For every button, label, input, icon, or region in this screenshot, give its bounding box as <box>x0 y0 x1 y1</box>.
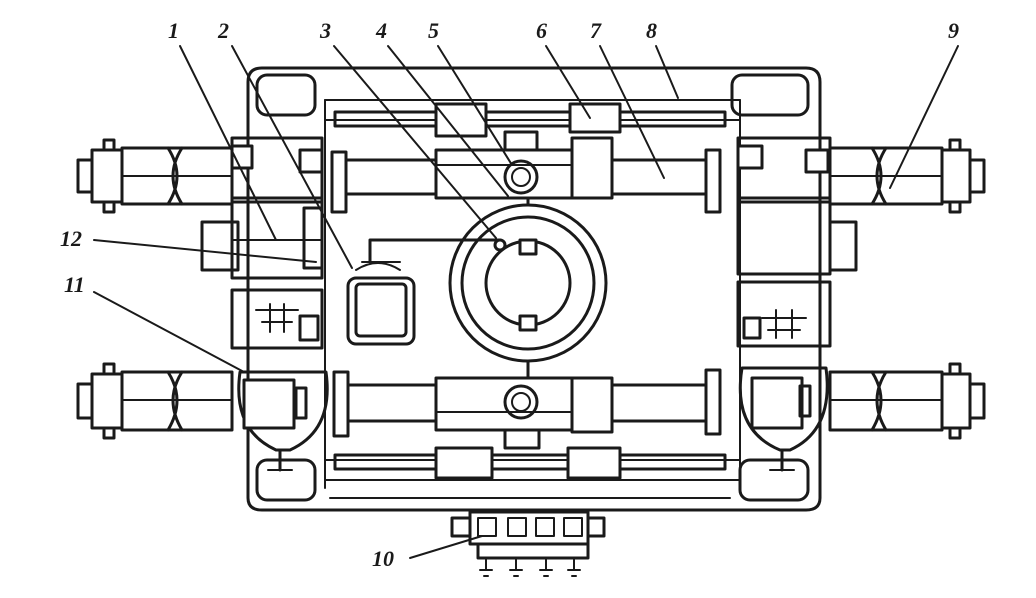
callout-9: 9 <box>948 18 959 43</box>
callout-12: 12 <box>60 226 82 251</box>
right-upper-cylinder <box>736 136 986 214</box>
callout-2: 2 <box>217 18 229 43</box>
leader-3 <box>333 45 497 239</box>
valve-manifold <box>450 510 606 577</box>
leader-7 <box>599 45 665 179</box>
top-rod <box>333 102 727 200</box>
callout-5: 5 <box>428 18 439 43</box>
callout-7: 7 <box>590 18 602 43</box>
right-lower-cylinder <box>828 362 986 440</box>
leader-8 <box>655 45 679 99</box>
leader-9 <box>889 45 959 189</box>
callout-1: 1 <box>168 18 179 43</box>
left-upper-cylinder <box>76 136 324 214</box>
callout-3: 3 <box>319 18 331 43</box>
callout-8: 8 <box>646 18 657 43</box>
bottom-rod <box>333 376 727 480</box>
leader-lines <box>93 45 959 559</box>
control-box <box>346 238 507 346</box>
leader-10 <box>409 535 483 559</box>
leader-2 <box>231 45 353 269</box>
right-unit <box>736 196 858 472</box>
leader-12 <box>93 239 317 263</box>
upper-shaft <box>330 148 722 214</box>
callout-labels: 1 2 3 4 5 6 7 8 9 10 11 12 <box>60 18 959 571</box>
leader-4 <box>387 45 509 197</box>
callout-11: 11 <box>64 272 85 297</box>
callout-6: 6 <box>536 18 547 43</box>
central-rotor <box>448 196 608 380</box>
callout-10: 10 <box>372 546 394 571</box>
leader-1 <box>179 45 277 241</box>
left-unit <box>200 196 329 472</box>
callout-4: 4 <box>375 18 387 43</box>
leader-6 <box>545 45 591 119</box>
leader-11 <box>93 291 245 373</box>
lower-shaft <box>332 368 722 438</box>
left-lower-cylinder <box>76 362 234 440</box>
leader-5 <box>437 45 513 166</box>
